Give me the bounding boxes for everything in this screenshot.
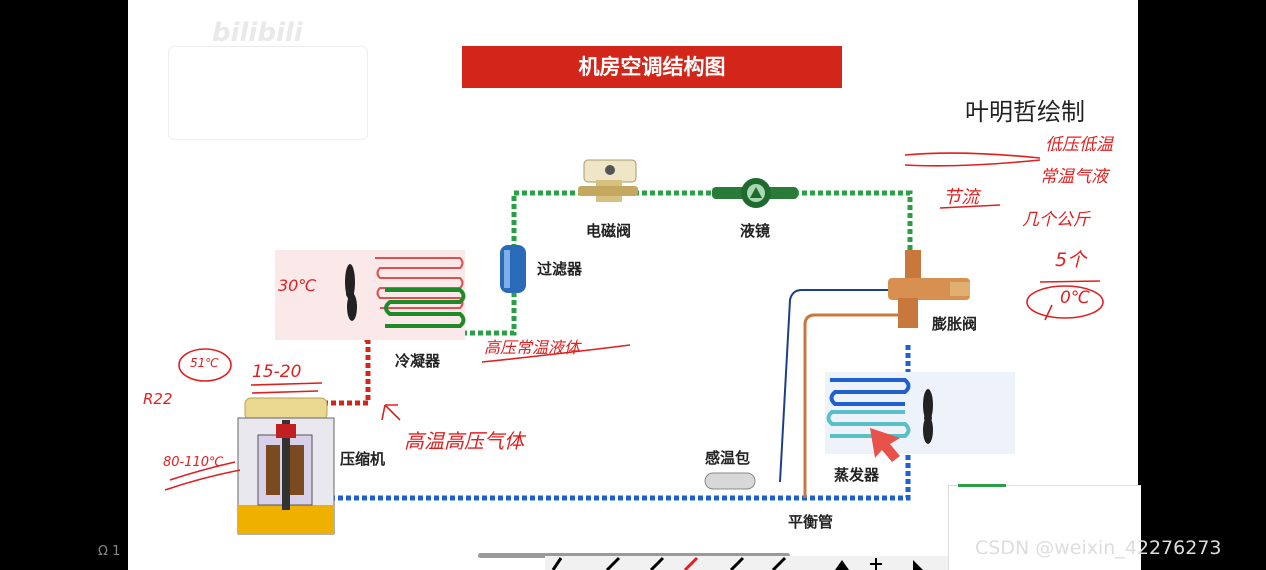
video-overlay-box [168, 46, 368, 140]
annotation-low-pressure-liquid: 常温气液 [1040, 167, 1108, 187]
expansion-valve-icon [888, 250, 970, 328]
annotation-refrigerant: R22 [143, 390, 173, 408]
annotation-pressure: 15-20 [252, 362, 302, 382]
bilibili-watermark: bilibili [212, 18, 303, 48]
label-compressor: 压缩机 [340, 450, 386, 468]
annotation-toolbar [545, 556, 948, 570]
annotation-discharge-state: 高温高压气体 [404, 429, 524, 453]
annotation-liquid-state: 高压常温液体 [484, 338, 581, 357]
side-panel [948, 485, 1141, 570]
annotation-compressor-temp: 51℃ [190, 356, 219, 370]
marker-tool-icon[interactable] [645, 556, 671, 570]
side-panel-accent [958, 484, 1006, 487]
move-tool-icon[interactable] [863, 556, 889, 570]
annotation-zero: 0℃ [1060, 288, 1090, 308]
evaporator-fan-icon [923, 389, 933, 444]
label-solenoid-valve: 电磁阀 [586, 222, 632, 240]
annotation-five: 5个 [1055, 249, 1087, 271]
video-scrubber[interactable] [478, 553, 790, 558]
csdn-credit: CSDN @weixin_42276273 [975, 537, 1222, 559]
eraser-tool-icon[interactable] [767, 556, 793, 570]
pointer-arrow-icon [870, 428, 900, 462]
pencil-tool-icon[interactable] [601, 556, 627, 570]
pen-tool-icon[interactable] [549, 556, 575, 570]
highlighter-tool-icon[interactable] [725, 556, 751, 570]
annotation-condenser-temp: 30℃ [278, 276, 317, 295]
evaporator-unit [825, 372, 1015, 462]
annotation-pressure-low: 几个公斤 [1022, 210, 1090, 230]
compressor-unit [237, 397, 335, 535]
suction-line-blue [330, 345, 911, 501]
liquid-line-green [462, 190, 913, 336]
handwritten-strokes [164, 152, 1104, 491]
slide-title: 机房空调结构图 [462, 46, 842, 88]
label-expansion-valve: 膨胀阀 [932, 315, 978, 333]
label-balance-pipe: 平衡管 [788, 513, 834, 531]
sensing-bulb-icon [704, 472, 756, 490]
balance-pipe-line [803, 313, 905, 498]
annotation-discharge-temp: 80-110℃ [163, 455, 224, 470]
red-pen-tool-icon[interactable] [679, 556, 705, 570]
next-tool-icon[interactable] [905, 556, 931, 570]
label-filter-drier: 过滤器 [537, 260, 583, 278]
page-indicator: Ω 1 [98, 544, 121, 559]
label-evaporator: 蒸发器 [834, 466, 880, 484]
capillary-line [779, 289, 895, 483]
condenser-fan-icon [345, 264, 357, 321]
label-sight-glass: 液镜 [740, 222, 771, 240]
annotation-after-throttle: 低压低温 [1045, 135, 1113, 155]
filter-drier-icon [500, 245, 526, 293]
shape-tool-icon[interactable] [829, 556, 855, 570]
label-sensing-bulb: 感温包 [705, 449, 751, 467]
annotation-throttle: 节流 [943, 187, 979, 208]
author-credit: 叶明哲绘制 [965, 98, 1085, 126]
sight-glass-icon [712, 178, 798, 208]
label-condenser: 冷凝器 [395, 352, 441, 370]
solenoid-valve-icon [578, 159, 638, 202]
condenser-unit [275, 250, 466, 340]
